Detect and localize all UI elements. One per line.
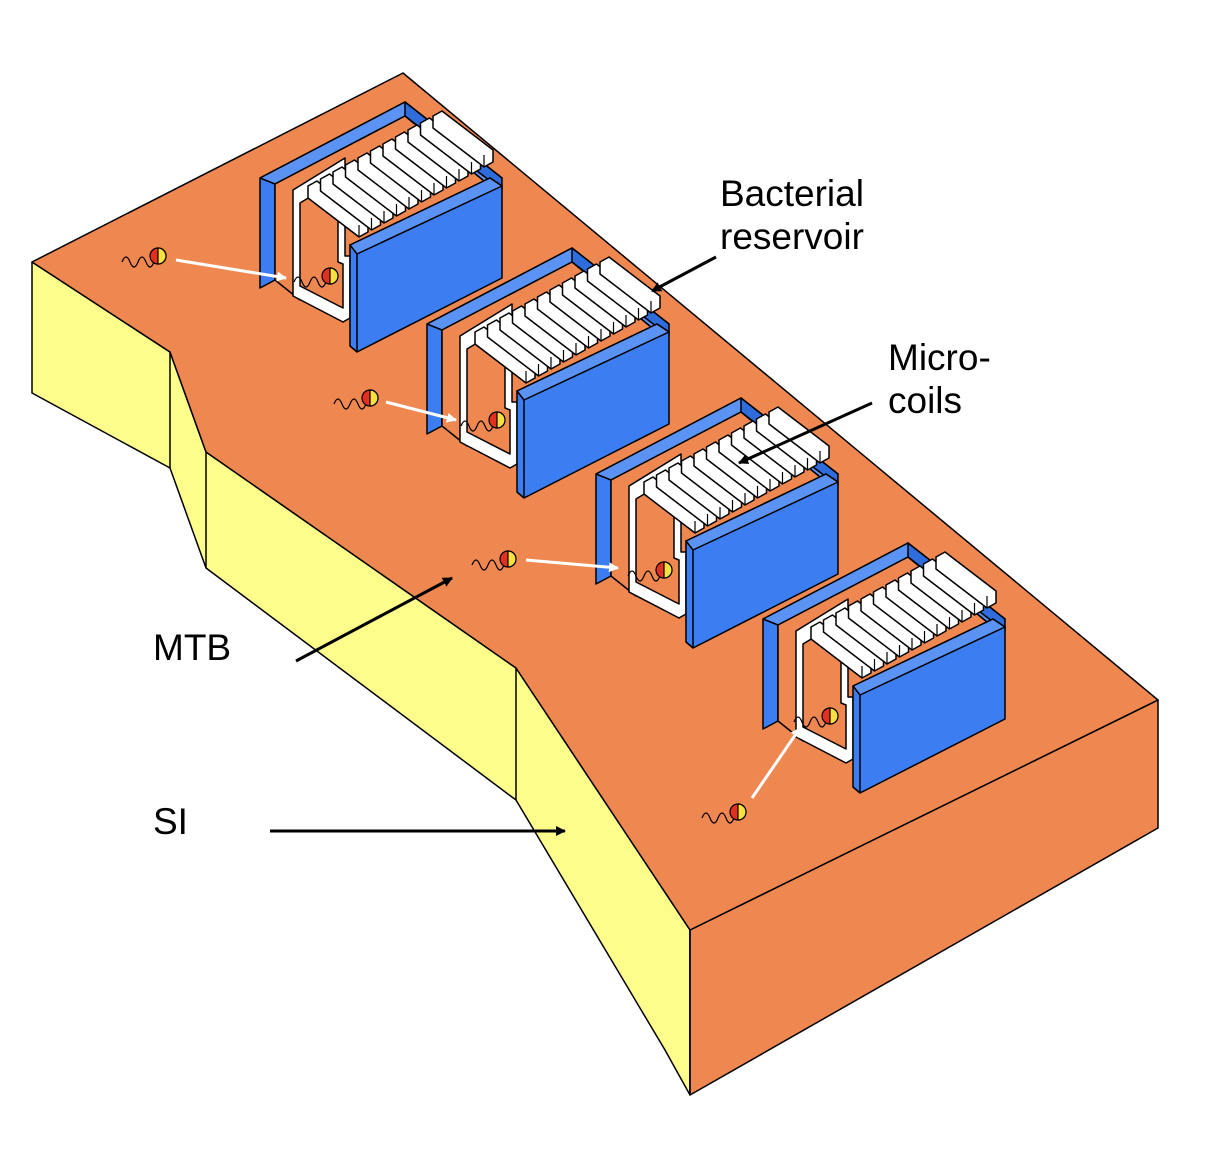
bacterium-captured — [293, 267, 339, 288]
bacterial-reservoir-arrow — [651, 255, 717, 293]
micro-coils-label: Micro- coils — [888, 336, 991, 422]
si-substrate — [31, 72, 1159, 1096]
micro-coils-arrow — [738, 401, 873, 465]
reservoir-1 — [259, 101, 503, 353]
bacterium-free — [121, 247, 167, 268]
bacterium-motion-arrow — [175, 258, 287, 282]
bacterium-free — [471, 550, 517, 571]
micro-coil — [810, 551, 997, 679]
bacterial-reservoir-label-line2: reservoir — [720, 216, 864, 257]
reservoir-front-top — [516, 323, 670, 401]
micro-coil — [307, 110, 494, 238]
bacterium-motion-arrow — [525, 558, 619, 573]
annotation-arrows — [270, 255, 873, 836]
bacterial-reservoir-label: Bacterial reservoir — [720, 172, 864, 258]
mtb-arrow — [295, 576, 453, 663]
si-label: SI — [153, 801, 188, 842]
bacterium-motion-arrow — [385, 400, 457, 423]
bacterium-captured — [793, 707, 839, 728]
bacterium-free — [701, 803, 747, 824]
micro-coil — [474, 256, 661, 384]
reservoir-front-top — [349, 177, 503, 255]
reservoir-front-top — [852, 618, 1006, 696]
micro-coils-label-line1: Micro- — [888, 337, 991, 378]
reservoir-2 — [426, 247, 670, 499]
micro-coils-label-line2: coils — [888, 380, 963, 421]
bacterial-reservoir-label-line1: Bacterial — [720, 173, 864, 214]
bacterium-free — [333, 389, 379, 410]
reservoir-front-top — [685, 473, 839, 551]
micro-coil — [643, 406, 830, 534]
bacteria-group — [121, 247, 839, 824]
bacterium-motion-arrow — [750, 727, 802, 799]
bacterium-captured — [460, 411, 506, 432]
reservoir-3 — [595, 397, 839, 649]
reservoir-units — [259, 101, 1006, 794]
mtb-label: MTB — [153, 627, 232, 668]
bacterium-captured — [627, 561, 673, 582]
